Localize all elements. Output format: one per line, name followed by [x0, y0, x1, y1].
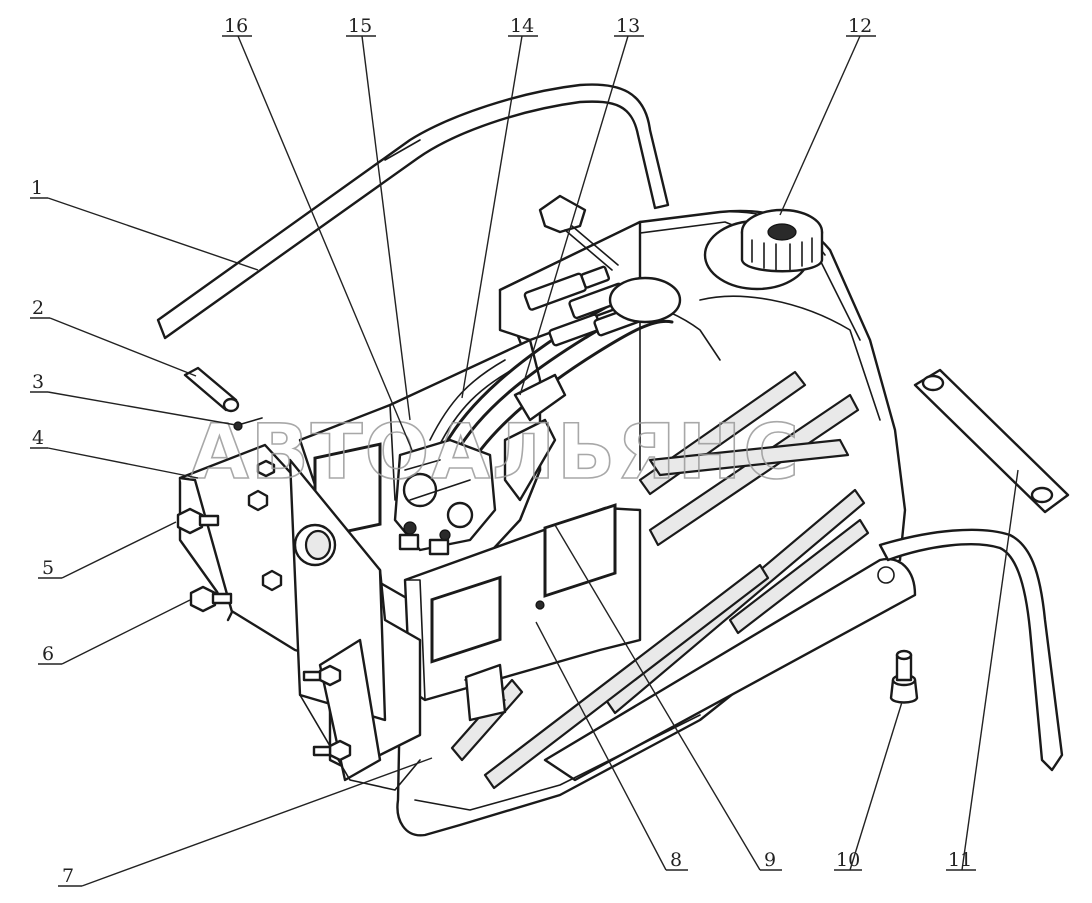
front-panel [403, 503, 642, 722]
leader-13-diag [519, 35, 629, 396]
leader-7-diag [81, 757, 433, 887]
tank-ribs [450, 370, 870, 790]
leader-8-diag [535, 621, 667, 871]
leader-1-diag [47, 197, 259, 271]
long-pipe [156, 83, 670, 340]
filler-cap [740, 208, 824, 273]
callout-2: 2 [32, 297, 44, 319]
callout-4: 4 [32, 427, 44, 449]
callout-3: 3 [32, 371, 44, 393]
callout-12: 12 [848, 15, 872, 37]
leader-9-diag [554, 524, 761, 871]
callout-5: 5 [42, 557, 54, 579]
bolts [176, 459, 352, 762]
gasket-plate [913, 368, 1070, 514]
leader-12-diag [779, 35, 861, 216]
tank-body [396, 209, 917, 837]
leader-14-diag [461, 35, 523, 399]
watermark-text: АВТОАЛЬЯНС [190, 407, 801, 496]
callout-1: 1 [31, 177, 43, 199]
mounting-bracket [178, 443, 422, 791]
callout-9: 9 [764, 849, 776, 871]
strap [878, 528, 1064, 772]
leader-4-diag [47, 447, 199, 479]
leader-3-diag [47, 391, 237, 426]
leader-11-diag [961, 469, 1019, 871]
callout-14: 14 [510, 15, 534, 37]
callout-7: 7 [62, 865, 74, 887]
leader-5-diag [61, 521, 177, 579]
leader-2-diag [49, 317, 197, 377]
callout-15: 15 [348, 15, 372, 37]
callout-8: 8 [670, 849, 682, 871]
callout-13: 13 [616, 15, 640, 37]
clip-and-screw [183, 366, 263, 431]
callout-6: 6 [42, 643, 54, 665]
leader-15-diag [361, 35, 411, 421]
callout-layer: 1 2 3 4 5 6 7 8 9 10 [30, 15, 1019, 887]
callout-16: 16 [224, 15, 248, 37]
pump-assembly [393, 373, 567, 556]
leader-16-diag [237, 35, 413, 451]
callout-11: 11 [948, 849, 972, 871]
fittings [523, 194, 682, 347]
leader-6-diag [61, 599, 191, 665]
callout-10: 10 [836, 849, 860, 871]
drain-plug [889, 649, 919, 704]
leader-10-diag [849, 701, 903, 871]
